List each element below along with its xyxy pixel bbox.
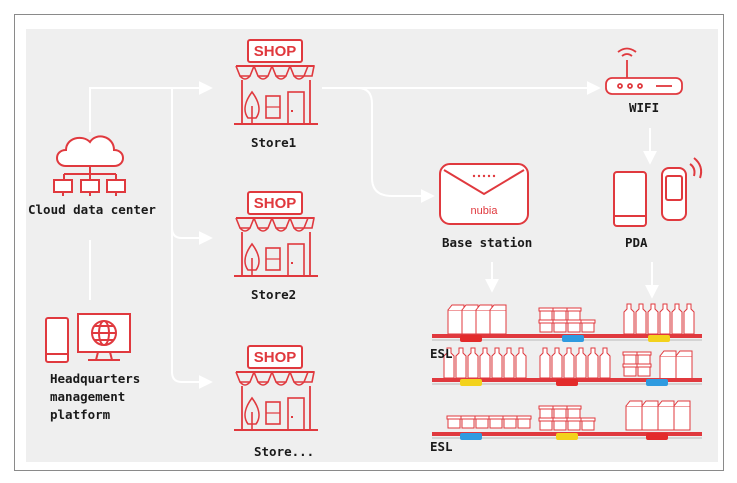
- esl-tag: [562, 335, 584, 342]
- base-station-label: Base station: [442, 235, 533, 250]
- esl-tag: [646, 433, 668, 440]
- shop-sign-text: SHOP: [254, 43, 297, 60]
- pda-device-icon: [613, 157, 703, 227]
- cloud-data-center-icon: [53, 135, 126, 196]
- connector-lines: [89, 81, 659, 389]
- esl-label-bottom: ESL: [430, 439, 453, 454]
- esl-tag: [460, 379, 482, 386]
- esl-shelves: [431, 303, 703, 440]
- store1-label: Store1: [251, 135, 297, 150]
- cloud-data-center-label: Cloud data center: [28, 202, 156, 217]
- headquarters-label-line1: Headquarters: [50, 371, 141, 386]
- base-station-brand-text: nubia: [471, 205, 499, 217]
- headquarters-label-line3: platform: [50, 407, 111, 422]
- esl-tag: [556, 379, 578, 386]
- shop-sign-text: SHOP: [254, 349, 297, 366]
- store2-shop-icon: SHOP: [233, 191, 319, 277]
- esl-tag: [460, 433, 482, 440]
- esl-tag: [646, 379, 668, 386]
- wifi-router-icon: [605, 47, 683, 95]
- store3-shop-icon: SHOP: [233, 345, 319, 431]
- esl-tag: [460, 335, 482, 342]
- headquarters-platform-icon: [45, 313, 131, 363]
- store2-label: Store2: [251, 287, 297, 302]
- headquarters-label-line2: management: [50, 389, 126, 404]
- shop-sign-text: SHOP: [254, 195, 297, 212]
- esl-tag: [648, 335, 670, 342]
- esl-tag: [556, 433, 578, 440]
- pda-label: PDA: [625, 235, 648, 250]
- store1-shop-icon: SHOP: [233, 39, 319, 125]
- base-station-icon: nubia: [439, 163, 529, 225]
- wifi-label: WIFI: [629, 100, 660, 115]
- esl-label-top: ESL: [430, 346, 453, 361]
- store3-label: Store...: [254, 444, 315, 459]
